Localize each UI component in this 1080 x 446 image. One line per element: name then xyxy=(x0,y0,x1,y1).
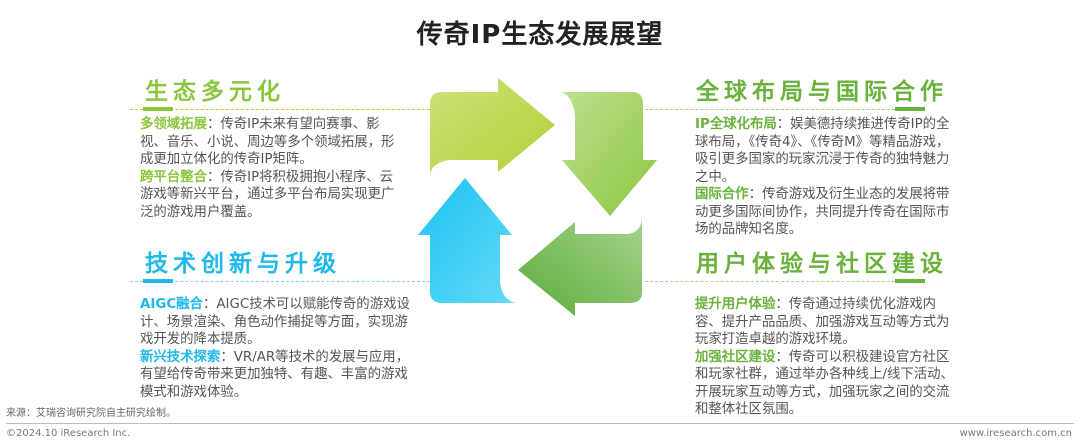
description: ：传奇可以积极建设官方社区和玩家社群，通过举办各种线上/线下活动、开展玩家互动等… xyxy=(695,349,954,418)
accent-bar xyxy=(895,107,925,111)
keyword: IP全球化布局 xyxy=(695,117,777,132)
copyright: ©2024.10 iResearch Inc. xyxy=(6,428,131,439)
page-title: 传奇IP生态发展展望 xyxy=(416,20,664,50)
keyword: 多领域拓展 xyxy=(140,117,207,132)
arrow-up-icon xyxy=(418,178,516,303)
section-body-community: 提升用户体验：传奇通过持续优化游戏内容、提升产品品质、加强游戏互动等方式为玩家打… xyxy=(695,296,960,419)
description: ：传奇IP将积极拥抱小程序、云游戏等新兴平台，通过多平台布局实现更广泛的游戏用户… xyxy=(140,169,395,220)
divider-global xyxy=(645,109,920,110)
keyword: AIGC融合 xyxy=(140,297,203,312)
description: ：传奇通过持续优化游戏内容、提升产品品质、加强游戏互动等方式为玩家打造卓越的游戏… xyxy=(695,297,950,347)
arrow-down-icon xyxy=(560,92,657,216)
keyword: 国际合作 xyxy=(695,187,749,202)
divider-community xyxy=(645,281,920,282)
keyword: 新兴技术探索 xyxy=(140,349,221,365)
keyword: 提升用户体验 xyxy=(695,297,776,312)
section-title-community: 用户体验与社区建设 xyxy=(696,251,948,277)
footer-divider xyxy=(6,423,1074,424)
arrow-right-icon xyxy=(430,78,555,175)
description: ：传奇IP未来有望向赛事、影视、音乐、小说、周边等多个领域拓展，形成更加立体化的… xyxy=(140,117,395,167)
keyword: 加强社区建设 xyxy=(695,349,776,365)
section-body-ecosystem: 多领域拓展：传奇IP未来有望向赛事、影视、音乐、小说、周边等多个领域拓展，形成更… xyxy=(140,116,400,221)
keyword: 跨平台整合 xyxy=(140,169,207,185)
section-body-tech: AIGC融合：AIGC技术可以赋能传奇的游戏设计、场景渲染、角色动作捕捉等方面，… xyxy=(140,296,410,401)
accent-bar xyxy=(895,279,925,283)
section-title-ecosystem: 生态多元化 xyxy=(145,79,285,105)
description: ：AIGC技术可以赋能传奇的游戏设计、场景渲染、角色动作捕捉等方面，实现游戏开发… xyxy=(140,297,410,347)
section-title-tech: 技术创新与升级 xyxy=(145,251,341,277)
website-link[interactable]: www.iresearch.com.cn xyxy=(959,428,1072,439)
description: ：传奇游戏及衍生业态的发展将带动更多国际间协作，共同提升传奇在国际市场的品牌知名… xyxy=(695,187,950,237)
description: ：娱美德持续推进传奇IP的全球布局，《传奇4》、《传奇M》等精品游戏，吸引更多国… xyxy=(695,117,950,185)
section-title-global: 全球布局与国际合作 xyxy=(696,79,948,105)
arrow-left-icon xyxy=(518,218,642,316)
accent-bar xyxy=(143,107,173,111)
description: ：VR/AR等技术的发展与应用，有望给传奇带来更加独特、有趣、丰富的游戏模式和游… xyxy=(140,349,410,400)
accent-bar xyxy=(143,279,173,283)
divider-tech xyxy=(130,281,430,282)
source-note: 来源：艾瑞咨询研究院自主研究绘制。 xyxy=(6,408,176,419)
divider-ecosystem xyxy=(130,109,430,110)
section-body-global: IP全球化布局：娱美德持续推进传奇IP的全球布局，《传奇4》、《传奇M》等精品游… xyxy=(695,116,960,239)
